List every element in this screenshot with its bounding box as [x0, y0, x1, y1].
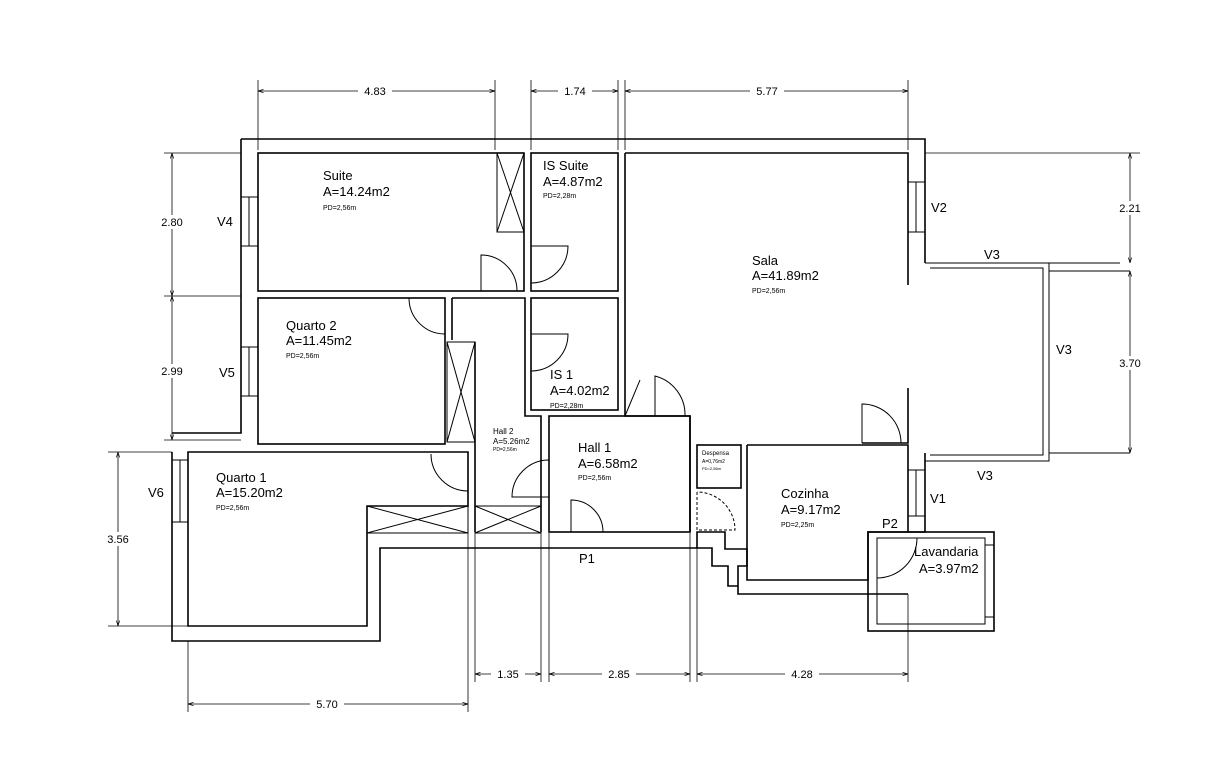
room-pd-quarto1: PD=2,56m: [216, 505, 249, 512]
hall1-room: [548, 415, 691, 533]
room-name-cozinha: Cozinha: [781, 486, 829, 501]
room-pd-is-suite: PD=2,28m: [543, 193, 576, 200]
dim-right-balcony: 3.70: [1119, 358, 1140, 370]
label-p2: P2: [882, 516, 898, 531]
label-p1: P1: [579, 551, 595, 566]
label-v3-bottom: V3: [977, 468, 993, 483]
dimension-labels: 4.83 1.74 5.77 2.80 2.99 3.56 2.21 3.70 …: [107, 86, 1140, 711]
room-pd-is1: PD=2,28m: [550, 403, 583, 410]
dim-bottom-quarto1: 5.70: [316, 699, 337, 711]
dim-left-suite: 2.80: [161, 217, 182, 229]
room-area-sala: A=41.89m2: [752, 268, 819, 283]
dim-top-suite: 4.83: [364, 86, 385, 98]
label-v4: V4: [217, 214, 233, 229]
room-area-is-suite: A=4.87m2: [543, 174, 603, 189]
room-area-lavandaria: A=3.97m2: [919, 561, 979, 576]
opening-labels: V4 V5 V6 V2 V3 V3 V3 V1 P1 P2: [148, 200, 1072, 566]
is1-room: [530, 297, 619, 411]
room-area-cozinha: A=9.17m2: [781, 502, 841, 517]
room-name-hall2: Hall 2: [493, 427, 514, 436]
room-area-quarto1: A=15.20m2: [216, 485, 283, 500]
window-lavandaria: [984, 544, 995, 618]
room-area-despensa: A=0,76m2: [702, 459, 725, 465]
room-pd-quarto2: PD=2,56m: [286, 353, 319, 360]
room-pd-cozinha: PD=2,25m: [781, 522, 814, 529]
label-v5: V5: [219, 365, 235, 380]
is-suite-room: [530, 152, 619, 292]
dim-top-is-suite: 1.74: [564, 86, 585, 98]
room-name-hall1: Hall 1: [578, 440, 611, 455]
room-pd-suite: PD=2,56m: [323, 205, 356, 212]
room-name-quarto1: Quarto 1: [216, 470, 267, 485]
dim-bottom-hall2: 1.35: [497, 669, 518, 681]
dim-right-top: 2.21: [1119, 203, 1140, 215]
room-area-suite: A=14.24m2: [323, 184, 390, 199]
label-v3-right: V3: [1056, 342, 1072, 357]
dim-top-sala: 5.77: [756, 86, 777, 98]
room-pd-sala: PD=2,56m: [752, 288, 785, 295]
room-area-quarto2: A=11.45m2: [286, 333, 352, 348]
room-pd-hall2: PD=2,56m: [493, 447, 517, 453]
dim-left-quarto2: 2.99: [161, 366, 182, 378]
dimension-label-bg: [101, 84, 1147, 711]
room-name-suite: Suite: [323, 168, 353, 183]
label-v6: V6: [148, 485, 164, 500]
room-name-despensa: Despensa: [702, 451, 730, 457]
wardrobes: [366, 152, 542, 534]
room-pd-despensa: PD=2,56m: [702, 466, 722, 471]
walls: [171, 138, 1130, 642]
room-name-is-suite: IS Suite: [543, 158, 589, 173]
room-pd-hall1: PD=2,56m: [578, 475, 611, 482]
room-name-sala: Sala: [752, 253, 779, 268]
room-name-quarto2: Quarto 2: [286, 318, 337, 333]
label-v2: V2: [931, 200, 947, 215]
suite-room: [257, 152, 525, 292]
room-area-hall2: A=5.26m2: [493, 437, 530, 446]
windows: [171, 181, 995, 618]
room-area-is1: A=4.02m2: [550, 383, 610, 398]
label-v3-top: V3: [984, 247, 1000, 262]
dim-left-quarto1: 3.56: [107, 534, 128, 546]
room-labels: Suite A=14.24m2 PD=2,56m IS Suite A=4.87…: [216, 158, 979, 576]
label-v1: V1: [930, 491, 946, 506]
room-area-hall1: A=6.58m2: [578, 456, 638, 471]
dim-bottom-hall1: 2.85: [608, 669, 629, 681]
doors: [408, 245, 918, 579]
despensa-room: [696, 444, 742, 489]
sala-room: [624, 152, 909, 532]
dim-bottom-cozinha: 4.28: [791, 669, 812, 681]
room-name-is1: IS 1: [550, 367, 573, 382]
room-name-lavandaria: Lavandaria: [914, 544, 979, 559]
